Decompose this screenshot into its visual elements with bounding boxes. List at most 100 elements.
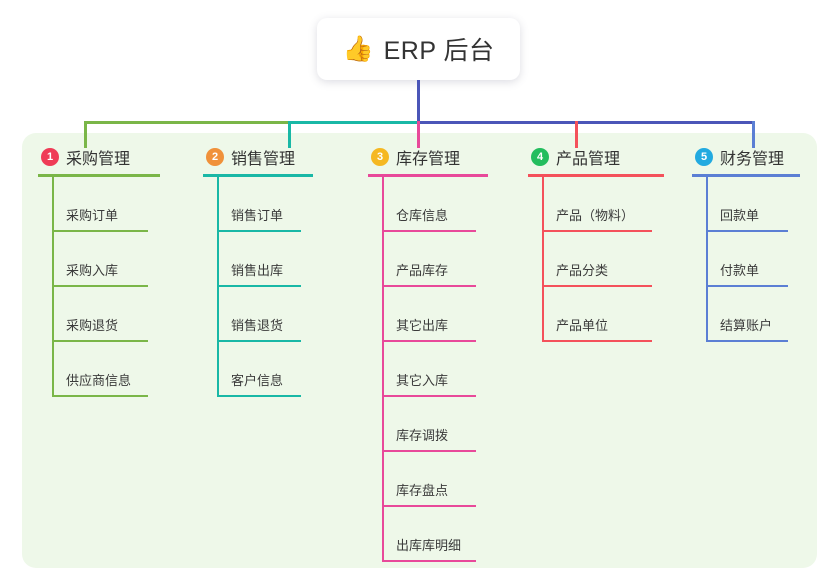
branch-title: 采购管理	[66, 151, 131, 168]
drop-purchasing	[84, 121, 87, 148]
branch-item-label: 产品库存	[396, 263, 449, 278]
branch-underline	[528, 174, 664, 177]
branch-item[interactable]: 客户信息	[217, 342, 353, 397]
branch-item[interactable]: 产品单位	[542, 287, 678, 342]
branch-spine	[706, 177, 708, 342]
branch-underline	[692, 174, 800, 177]
branch-item-label: 销售订单	[231, 208, 284, 223]
drop-inventory	[417, 121, 420, 148]
branch-item-label: 销售退货	[231, 318, 284, 333]
bus-segment-blue	[417, 121, 755, 124]
branch-item-underline	[542, 285, 652, 287]
branch-item-underline	[52, 285, 148, 287]
drop-finance	[752, 121, 755, 148]
branch-item-underline	[217, 395, 301, 397]
branch-item[interactable]: 销售出库	[217, 232, 353, 287]
root-connector-stem	[417, 80, 420, 123]
branch-item[interactable]: 付款单	[706, 232, 839, 287]
branch-title: 财务管理	[720, 151, 785, 168]
branch-item-label: 库存调拨	[396, 428, 449, 443]
branch-number-badge: 3	[371, 148, 389, 166]
branch-item[interactable]: 采购入库	[52, 232, 188, 287]
branch-item[interactable]: 产品库存	[382, 232, 518, 287]
branch-header-3[interactable]: 3 库存管理	[368, 145, 518, 169]
branch-column-1: 1 采购管理采购订单采购入库采购退货供应商信息	[38, 145, 188, 397]
branch-item-label: 结算账户	[720, 318, 773, 333]
branch-item-underline	[542, 340, 652, 342]
branch-header-1[interactable]: 1 采购管理	[38, 145, 188, 169]
branch-item[interactable]: 库存盘点	[382, 452, 518, 507]
branch-item-label: 付款单	[720, 263, 760, 278]
branch-item-underline	[706, 230, 788, 232]
branch-item[interactable]: 仓库信息	[382, 177, 518, 232]
branch-item-underline	[382, 340, 476, 342]
branch-item[interactable]: 其它入库	[382, 342, 518, 397]
branch-item[interactable]: 销售退货	[217, 287, 353, 342]
branch-spine	[382, 177, 384, 562]
branch-item[interactable]: 结算账户	[706, 287, 839, 342]
bus-segment-teal	[288, 121, 419, 124]
branch-item-label: 采购订单	[66, 208, 119, 223]
branch-item-underline	[382, 560, 476, 562]
branch-item-label: 产品分类	[556, 263, 609, 278]
branch-items: 仓库信息产品库存其它出库其它入库库存调拨库存盘点出库库明细	[382, 177, 518, 562]
drop-product	[575, 121, 578, 148]
branch-item-underline	[217, 285, 301, 287]
branch-item-underline	[52, 340, 148, 342]
branch-item-underline	[217, 230, 301, 232]
branch-item[interactable]: 出库库明细	[382, 507, 518, 562]
branch-header-5[interactable]: 5 财务管理	[692, 145, 839, 169]
branch-item[interactable]: 销售订单	[217, 177, 353, 232]
branch-item-underline	[542, 230, 652, 232]
branch-spine	[52, 177, 54, 397]
branch-item-label: 供应商信息	[66, 373, 132, 388]
branch-item[interactable]: 供应商信息	[52, 342, 188, 397]
branch-item-underline	[217, 340, 301, 342]
branch-item-underline	[52, 230, 148, 232]
thumbs-up-icon: 👍	[342, 34, 374, 63]
branch-items: 产品（物料） 产品分类产品单位	[542, 177, 678, 342]
branch-number-badge: 4	[531, 148, 549, 166]
branch-item-underline	[52, 395, 148, 397]
branch-title: 库存管理	[396, 151, 461, 168]
branch-item-underline	[382, 395, 476, 397]
branch-item[interactable]: 采购退货	[52, 287, 188, 342]
branch-spine	[217, 177, 219, 397]
branch-item-label: 出库库明细	[396, 538, 462, 553]
branch-item-label: 产品单位	[556, 318, 609, 333]
branch-item-label: 采购退货	[66, 318, 119, 333]
branch-item-underline	[706, 285, 788, 287]
branch-underline	[368, 174, 488, 177]
branch-item-label: 库存盘点	[396, 483, 449, 498]
branch-item-underline	[382, 285, 476, 287]
branch-items: 销售订单销售出库销售退货客户信息	[217, 177, 353, 397]
branch-underline	[203, 174, 313, 177]
root-node-title: ERP 后台	[383, 37, 495, 65]
branch-item[interactable]: 产品分类	[542, 232, 678, 287]
branch-item-label: 客户信息	[231, 373, 284, 388]
branch-item-label: 产品（物料）	[556, 208, 635, 223]
branch-spine	[542, 177, 544, 342]
branch-number-badge: 2	[206, 148, 224, 166]
branch-title: 销售管理	[231, 151, 296, 168]
branch-item[interactable]: 库存调拨	[382, 397, 518, 452]
branch-header-2[interactable]: 2 销售管理	[203, 145, 353, 169]
root-node-erp-backend[interactable]: 👍 ERP 后台	[317, 18, 520, 80]
branch-item-underline	[706, 340, 788, 342]
branch-item-label: 其它出库	[396, 318, 449, 333]
branch-column-3: 3 库存管理仓库信息产品库存其它出库其它入库库存调拨库存盘点出库库明细	[368, 145, 518, 562]
diagram-background-panel	[22, 133, 817, 568]
branch-item[interactable]: 采购订单	[52, 177, 188, 232]
branch-number-badge: 1	[41, 148, 59, 166]
branch-item-label: 仓库信息	[396, 208, 449, 223]
branch-item[interactable]: 其它出库	[382, 287, 518, 342]
branch-item-underline	[382, 230, 476, 232]
branch-underline	[38, 174, 160, 177]
branch-number-badge: 5	[695, 148, 713, 166]
branch-items: 采购订单采购入库采购退货供应商信息	[52, 177, 188, 397]
branch-item[interactable]: 产品（物料）	[542, 177, 678, 232]
branch-item[interactable]: 回款单	[706, 177, 839, 232]
